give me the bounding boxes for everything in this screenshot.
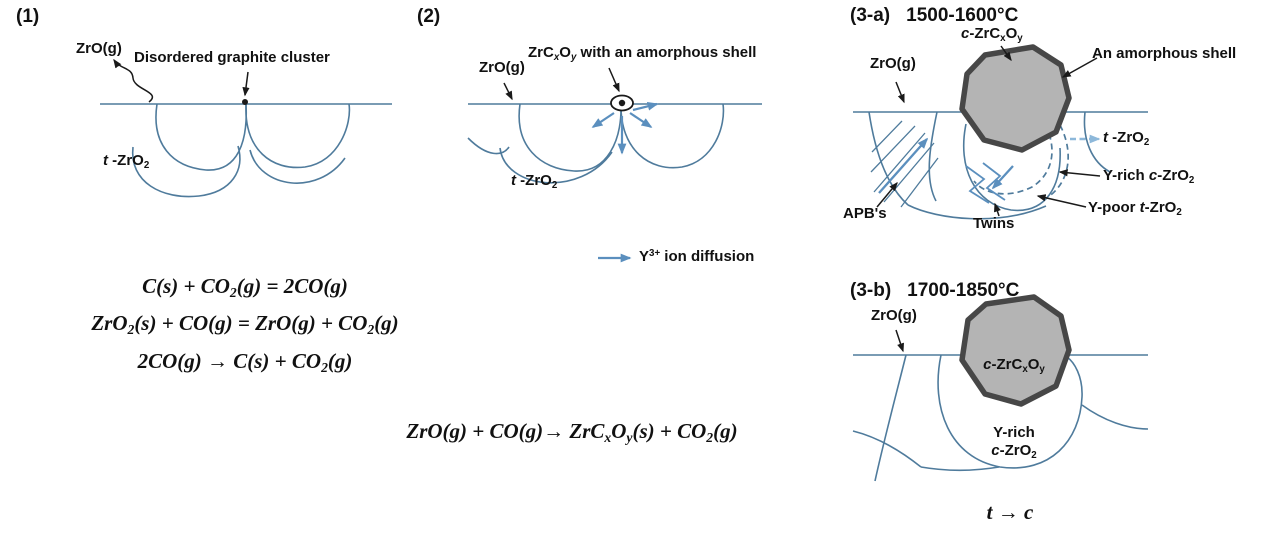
panel2-annotations: [503, 67, 620, 101]
panel3b-y-rich-label: Y-rich c-ZrO2: [962, 424, 1066, 462]
panel3b-grain-boundaries: [852, 354, 1149, 482]
dashed-boundary: [1047, 124, 1070, 198]
y-rich-dashed-region: [973, 115, 1070, 198]
hatch-line: [883, 142, 935, 203]
grain-boundary: [928, 111, 938, 202]
grain-boundary: [962, 123, 1061, 212]
cluster-pointer-arrow: [242, 71, 250, 97]
hatch-line: [870, 125, 916, 173]
panel3a-y-rich-label: Y-rich c-ZrO2: [1103, 167, 1195, 186]
graphite-cluster-dot: [242, 99, 248, 105]
zro-gas-pointer-arrow: [503, 82, 513, 101]
diffusion-arrow: [632, 101, 659, 112]
panel3a-particle-label: c-ZrCxOy: [961, 25, 1023, 44]
zrcxoy-particle-blob: [959, 44, 1072, 153]
shell-pointer-arrow: [1061, 57, 1098, 78]
panel3a-shell-label: An amorphous shell: [1092, 45, 1237, 62]
grain-boundary: [907, 204, 1047, 220]
twins-pointer-arrow: [994, 202, 1001, 217]
equation-4: ZrO(g) + CO(g)→ ZrCxOy(s) + CO2(g): [406, 419, 738, 446]
panel2-zro-gas-label: ZrO(g): [479, 59, 525, 76]
panel3a-t-zro2-label: t -ZrO2: [1103, 129, 1150, 148]
grain-boundary: [249, 149, 346, 184]
panel1-title: (1): [16, 6, 40, 27]
grain-boundary: [518, 103, 622, 172]
apbs-pointer-arrow: [876, 181, 898, 208]
panel3b-drawing: [852, 294, 1149, 482]
diffusion-arrow: [591, 112, 615, 128]
grain-boundary: [852, 430, 922, 468]
twin-lamella-line: [965, 165, 990, 204]
hatch-line: [871, 120, 903, 153]
equation-1: C(s) + CO2(g) = 2CO(g): [142, 274, 348, 301]
grain-boundary: [868, 111, 909, 206]
panel1-grain-boundaries: [100, 103, 392, 198]
diffusion-legend-label: Y3+ ion diffusion: [639, 248, 755, 265]
zrcxoy-nucleus-dot: [618, 99, 626, 107]
y-poor-pointer-arrow: [1036, 194, 1087, 208]
grain-boundary: [1081, 404, 1149, 430]
hatch-line: [873, 132, 926, 193]
grain-boundary: [245, 103, 351, 169]
apb-direction-arrow: [878, 137, 929, 194]
grain-boundary: [467, 137, 510, 155]
panel2-t-zro2-label: t -ZrO2: [511, 172, 558, 191]
grain-boundary: [620, 103, 725, 169]
panel3b-temperature: 1700-1850°C: [907, 280, 1020, 301]
particle-pointer-arrow: [608, 67, 620, 93]
panel1-cluster-label: Disordered graphite cluster: [134, 49, 330, 66]
zro-gas-pointer-arrow: [895, 329, 904, 353]
panel2-particle-label: ZrCxOy with an amorphous shell: [528, 44, 757, 63]
panel1-t-zro2-label: t -ZrO2: [103, 152, 150, 171]
diffusion-arrow: [629, 112, 653, 128]
grain-boundary: [155, 103, 248, 171]
panel1-zro-gas-label: ZrO(g): [76, 40, 122, 57]
panel3b-t-to-c-label: t → c: [986, 500, 1034, 524]
panel2-title: (2): [417, 6, 441, 27]
particle-pointer-arrow: [1000, 45, 1012, 62]
panel2-grain-boundaries: [467, 103, 762, 184]
y-rich-pointer-arrow: [1058, 169, 1101, 177]
zro-gas-squiggle-arrow: [113, 58, 153, 103]
twins-direction-arrow: [991, 165, 1014, 190]
diffusion-arrows: [591, 101, 659, 263]
panel3b-y-rich-line1: Y-rich: [993, 424, 1035, 441]
panel3a-drawing: [853, 44, 1148, 220]
panel3a-temperature: 1500-1600°C: [906, 5, 1019, 26]
panel3a-title-row: (3-a) 1500-1600°C: [850, 5, 1018, 28]
apb-hatching: [870, 120, 939, 208]
equation-2: ZrO2(s) + CO(g) = ZrO(g) + CO2(g): [91, 311, 399, 338]
panel3a-apbs-label: APB's: [843, 205, 887, 222]
zro-gas-pointer-arrow: [895, 81, 905, 104]
panel3a-title: (3-a): [850, 5, 891, 26]
panel1-drawing: [100, 58, 392, 198]
panel3a-twins-label: Twins: [973, 215, 1015, 232]
zrcxoy-particle-blob: [959, 294, 1072, 407]
panel3b-y-rich-line2: c-ZrO2: [991, 442, 1037, 461]
panel3b-particle-label: c-ZrCxOy: [983, 356, 1045, 375]
panel3b-title: (3-b): [850, 280, 892, 301]
grain-boundary: [920, 466, 1000, 472]
panel2-drawing: [467, 67, 762, 263]
panel3b-zro-gas-label: ZrO(g): [871, 307, 917, 324]
hatch-line: [900, 157, 939, 208]
panel3a-zro-gas-label: ZrO(g): [870, 55, 916, 72]
grain-boundary: [937, 354, 1083, 469]
grain-boundary: [499, 147, 613, 184]
panel3b-title-row: (3-b) 1700-1850°C: [850, 280, 1019, 303]
dashed-boundary: [973, 115, 1053, 195]
equation-3: 2CO(g) → C(s) + CO2(g): [137, 349, 353, 376]
panel3a-blue-arrows: [878, 137, 1014, 194]
panel3a-y-poor-label: Y-poor t-ZrO2: [1088, 199, 1182, 218]
grain-boundary: [874, 354, 907, 482]
grain-boundary: [1083, 111, 1111, 173]
panel3a-label-arrows: [876, 45, 1101, 217]
panel1-annotations: [113, 58, 250, 103]
grain-boundary: [132, 145, 241, 198]
